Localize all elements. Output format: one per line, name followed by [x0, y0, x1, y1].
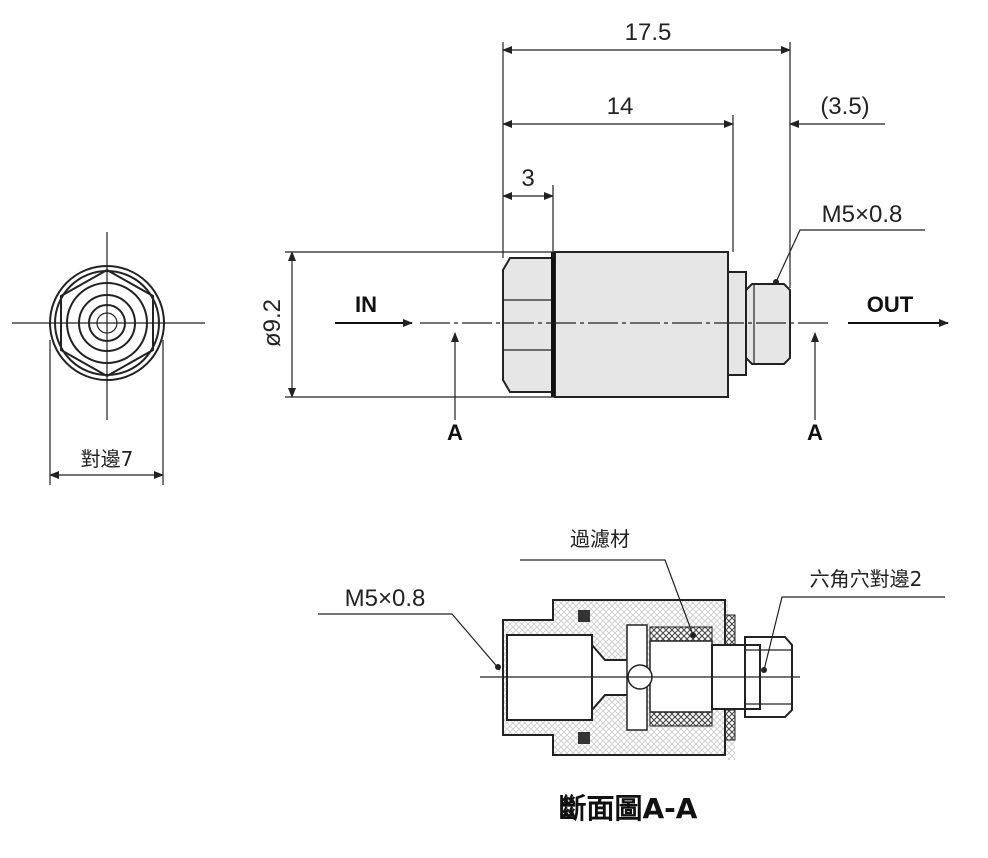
dim-nut: 3: [521, 165, 534, 192]
filter-label: 過濾材: [570, 527, 630, 551]
section-a-right: A: [807, 420, 823, 445]
section-a-left: A: [447, 420, 463, 445]
hex-socket-label: 六角穴對邊2: [810, 567, 923, 591]
out-label: OUT: [867, 292, 914, 317]
section-thread-label: M5×0.8: [345, 585, 426, 612]
section-title: 斷面圖A-A: [559, 792, 698, 825]
dim-thread-length: (3.5): [820, 93, 869, 120]
in-label: IN: [355, 292, 377, 317]
dim-diameter: ø9.2: [259, 299, 286, 347]
thread-label: M5×0.8: [822, 201, 903, 228]
section-view: 過濾材 M5×0.8 六角穴對邊2 斷面圖A-A: [318, 527, 945, 825]
end-view: 對邊7: [12, 232, 205, 485]
dim-overall: 17.5: [625, 19, 672, 46]
dim-body: 14: [607, 93, 634, 120]
side-view: 17.5 14 (3.5) 3 ø9.2 IN OUT A A M5×0.8: [259, 19, 949, 445]
across-flats-label: 對邊7: [81, 447, 134, 471]
